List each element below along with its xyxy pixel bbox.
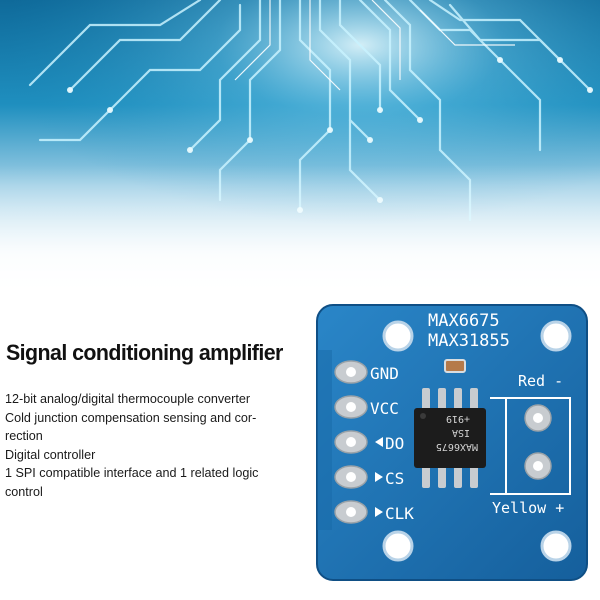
feature-line: rection [5, 429, 43, 443]
pin-hole [346, 367, 356, 377]
feature-list: 12-bit analog/digital thermocouple conve… [5, 390, 290, 501]
pin-header [334, 360, 368, 524]
output-arrow-icon [375, 507, 383, 517]
chip-marking-2: ISA [452, 427, 470, 438]
ic-pin1-dot [420, 413, 426, 419]
feature-line: Digital controller [5, 447, 96, 462]
pin-label-clk: CLK [385, 504, 414, 523]
pin-label-do: DO [385, 434, 404, 453]
feature-line: control [5, 484, 43, 499]
pin-label-cs: CS [385, 469, 404, 488]
pin-hole [346, 472, 356, 482]
terminal-label-yellow: Yellow + [492, 499, 564, 517]
terminal-outline [505, 397, 571, 495]
output-arrow-icon [375, 472, 383, 482]
model-label-2: MAX31855 [428, 331, 510, 351]
input-arrow-icon [375, 437, 383, 447]
pin-hole [346, 437, 356, 447]
capacitor [444, 359, 466, 373]
ic-chip: MAX6675 ISA +919 [414, 388, 486, 488]
chip-marking-1: MAX6675 [436, 441, 478, 452]
mounting-holes [382, 320, 572, 562]
model-label-1: MAX6675 [428, 311, 500, 331]
pin-label-vcc: VCC [370, 399, 399, 418]
ic-package [414, 408, 486, 468]
circuit-banner-image [0, 0, 600, 300]
thermocouple-module-photo: MAX6675 MAX31855 GND VCC DO CS CLK [312, 300, 600, 590]
chip-marking-3: +919 [446, 413, 470, 424]
terminal-hole [533, 461, 543, 471]
feature-line: 12-bit analog/digital thermocouple conve… [5, 392, 251, 406]
terminal-hole [533, 413, 543, 423]
pin-hole [346, 507, 356, 517]
pin-label-gnd: GND [370, 364, 399, 383]
pin-hole [346, 402, 356, 412]
terminal-label-red: Red - [518, 372, 563, 390]
circuit-banner-graphic [0, 0, 600, 300]
feature-line: 1 SPI compatible interface and 1 related… [5, 466, 259, 480]
feature-line: Cold junction compensation sensing and c… [5, 410, 257, 425]
thermocouple-board: MAX6675 MAX31855 GND VCC DO CS CLK [316, 304, 588, 581]
product-heading: Signal conditioning amplifier [6, 340, 283, 365]
